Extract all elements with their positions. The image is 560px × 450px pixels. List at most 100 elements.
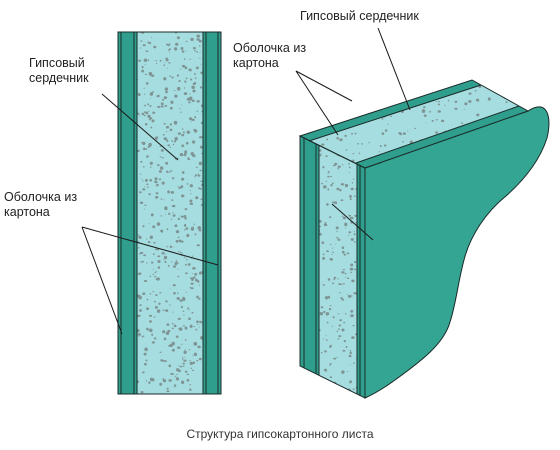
core-speckle: [438, 101, 440, 103]
core-speckle: [193, 223, 195, 225]
core-speckle: [198, 39, 202, 43]
leader-left-shell-b: [81, 226, 219, 266]
core-speckle: [390, 115, 392, 118]
core-speckle: [186, 183, 189, 185]
core-speckle: [351, 159, 355, 162]
core-speckle: [343, 111, 345, 113]
core-speckle: [189, 202, 194, 205]
core-speckle: [381, 118, 384, 120]
core-speckle: [177, 186, 180, 188]
core-speckle: [194, 353, 197, 356]
core-speckle: [151, 120, 154, 123]
core-speckle: [151, 341, 155, 344]
core-speckle: [344, 134, 347, 138]
core-speckle: [155, 278, 159, 281]
core-speckle: [402, 132, 406, 135]
core-speckle: [165, 58, 169, 62]
core-speckle: [143, 111, 146, 114]
core-speckle: [196, 99, 200, 103]
core-speckle: [188, 349, 191, 351]
core-speckle: [175, 335, 179, 339]
core-speckle: [153, 316, 156, 318]
core-speckle: [444, 104, 446, 107]
core-speckle: [181, 171, 185, 174]
core-speckle: [149, 118, 152, 121]
core-speckle: [154, 136, 158, 140]
core-speckle: [323, 310, 326, 314]
core-speckle: [357, 143, 359, 145]
core-speckle: [355, 222, 357, 224]
core-speckle: [361, 143, 364, 145]
core-speckle: [138, 335, 140, 337]
core-speckle: [348, 166, 351, 169]
core-speckle: [168, 212, 171, 215]
core-speckle: [164, 260, 167, 263]
core-speckle: [435, 119, 438, 121]
core-speckle: [142, 180, 144, 182]
core-speckle: [190, 367, 193, 369]
core-speckle: [192, 140, 196, 144]
core-speckle: [149, 377, 154, 382]
core-speckle: [335, 226, 339, 230]
core-speckle: [182, 296, 185, 299]
core-speckle: [344, 272, 347, 275]
core-speckle: [192, 82, 196, 85]
core-speckle: [193, 325, 195, 328]
core-speckle: [325, 180, 328, 182]
core-speckle: [166, 140, 169, 142]
core-speckle: [191, 311, 194, 314]
core-speckle: [185, 227, 189, 230]
core-speckle: [138, 235, 141, 238]
core-speckle: [164, 213, 167, 215]
core-speckle: [199, 136, 203, 139]
core-speckle: [461, 122, 464, 124]
core-speckle: [342, 349, 346, 352]
core-speckle: [195, 278, 198, 281]
leader-right-shell-b: [295, 70, 339, 136]
core-speckle: [164, 87, 169, 91]
core-speckle: [329, 243, 332, 245]
core-speckle: [350, 295, 353, 297]
core-speckle: [154, 300, 156, 303]
core-speckle: [154, 271, 157, 274]
core-speckle: [181, 358, 184, 360]
core-speckle: [160, 149, 164, 152]
core-speckle: [196, 38, 200, 41]
core-speckle: [194, 272, 198, 276]
right-side-shell-outer: [357, 164, 365, 398]
core-speckle: [156, 94, 159, 98]
core-speckle: [180, 305, 183, 309]
core-speckle: [144, 63, 146, 65]
core-speckle: [343, 253, 347, 256]
core-speckle: [351, 279, 355, 283]
core-speckle: [159, 145, 161, 147]
core-speckle: [161, 105, 164, 108]
core-speckle: [339, 138, 343, 142]
core-speckle: [180, 380, 185, 384]
label-right-shell: Оболочка из картона: [233, 41, 307, 70]
core-speckle: [143, 279, 148, 283]
core-speckle: [150, 126, 153, 129]
core-speckle: [182, 253, 184, 254]
core-speckle: [340, 199, 344, 202]
core-speckle: [137, 294, 141, 298]
core-speckle: [177, 217, 181, 220]
core-speckle: [185, 263, 187, 266]
core-speckle: [186, 233, 190, 238]
core-speckle: [185, 50, 187, 52]
core-speckle: [148, 71, 153, 76]
core-speckle: [197, 225, 201, 230]
core-speckle: [191, 99, 195, 102]
core-speckle: [347, 294, 352, 298]
core-speckle: [315, 382, 320, 386]
core-speckle: [327, 175, 330, 178]
core-speckle: [192, 355, 194, 357]
core-speckle: [173, 284, 175, 286]
core-speckle: [341, 246, 345, 249]
right-top-shell-front: [356, 106, 528, 168]
core-speckle: [186, 379, 190, 382]
core-speckle: [137, 272, 142, 276]
core-speckle: [191, 118, 195, 122]
core-speckle: [154, 180, 158, 184]
core-speckle: [322, 100, 326, 103]
